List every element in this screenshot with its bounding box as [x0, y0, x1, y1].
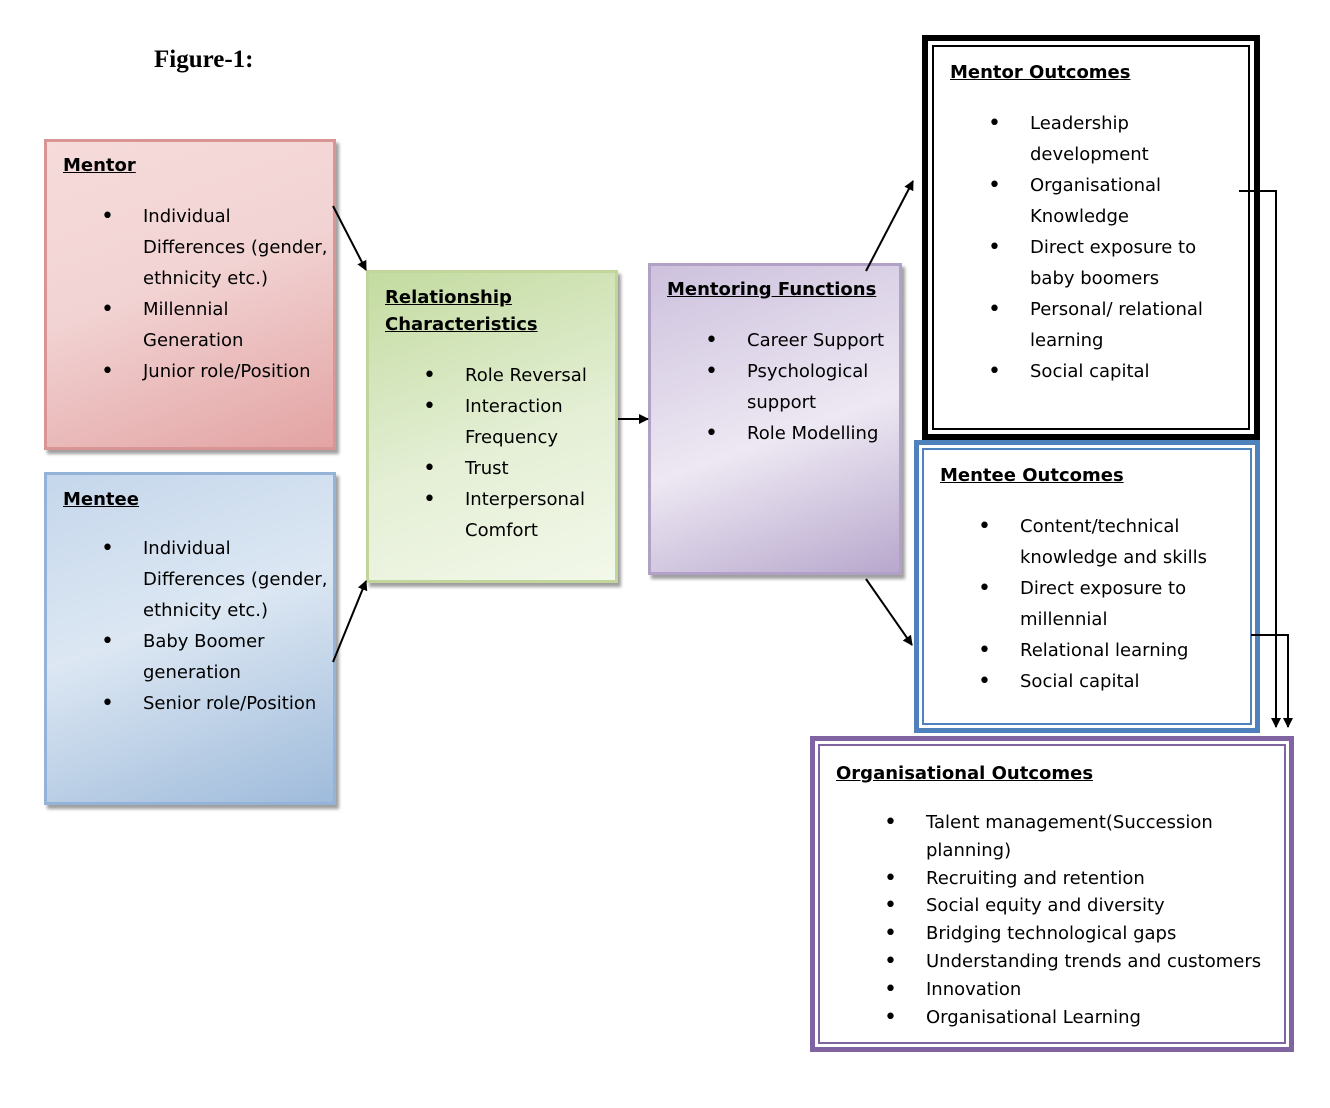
relationship-item: Interaction Frequency — [385, 391, 615, 453]
org-outcomes-item: Innovation — [836, 976, 1276, 1004]
org-outcomes-item: Bridging technological gaps — [836, 920, 1276, 948]
mentor-outcomes-inner: Mentor Outcomes Leadership development O… — [932, 45, 1250, 430]
mentee-outcomes-inner: Mentee Outcomes Content/technical knowle… — [922, 448, 1252, 725]
mentee-outcomes-list: Content/technical knowledge and skills D… — [940, 511, 1250, 697]
org-outcomes-title: Organisational Outcomes — [836, 763, 1094, 784]
mentee-item: Individual Differences (gender, ethnicit… — [63, 533, 333, 626]
relationship-box: Relationship Characteristics Role Revers… — [366, 270, 618, 583]
mentee-outcomes-item: Relational learning — [940, 635, 1230, 666]
mentor-list: Individual Differences (gender, ethnicit… — [63, 201, 333, 387]
functions-item: Career Support — [667, 325, 897, 356]
mentor-outcomes-item: Direct exposure to baby boomers — [950, 232, 1220, 294]
arrow-mentee-to-relationship — [332, 580, 368, 663]
mentee-box: Mentee Individual Differences (gender, e… — [44, 472, 336, 805]
mentor-outcomes-item: Organisational Knowledge — [950, 170, 1220, 232]
org-outcomes-item: Organisational Learning — [836, 1004, 1276, 1032]
mentor-box: Mentor Individual Differences (gender, e… — [44, 139, 336, 450]
mentor-outcomes-item: Social capital — [950, 356, 1220, 387]
mentee-outcomes-item: Social capital — [940, 666, 1230, 697]
relationship-title: Relationship Characteristics — [385, 287, 538, 335]
functions-box: Mentoring Functions Career Support Psych… — [648, 263, 902, 575]
arrow-functions-to-mentor-outcomes — [865, 180, 914, 272]
relationship-item: Interpersonal Comfort — [385, 484, 615, 546]
mentee-outcomes-title: Mentee Outcomes — [940, 465, 1124, 486]
functions-title: Mentoring Functions — [667, 279, 877, 300]
mentee-outcomes-item: Direct exposure to millennial — [940, 573, 1230, 635]
mentee-title: Mentee — [63, 489, 139, 510]
org-outcomes-item: Recruiting and retention — [836, 865, 1276, 893]
mentor-outcomes-box: Mentor Outcomes Leadership development O… — [922, 35, 1260, 440]
org-outcomes-inner: Organisational Outcomes Talent managemen… — [818, 744, 1286, 1044]
mentor-outcomes-item: Personal/ relational learning — [950, 294, 1220, 356]
org-outcomes-item: Understanding trends and customers — [836, 948, 1276, 976]
relationship-item: Trust — [385, 453, 615, 484]
relationship-item: Role Reversal — [385, 360, 615, 391]
org-outcomes-list: Talent management(Succession planning) R… — [836, 809, 1284, 1031]
relationship-list: Role Reversal Interaction Frequency Trus… — [385, 360, 615, 546]
functions-item: Psychological support — [667, 356, 897, 418]
arrow-functions-to-mentee-outcomes — [865, 578, 913, 646]
mentor-item: Junior role/Position — [63, 356, 333, 387]
org-outcomes-box: Organisational Outcomes Talent managemen… — [810, 736, 1294, 1052]
functions-item: Role Modelling — [667, 418, 897, 449]
mentee-outcomes-item: Content/technical knowledge and skills — [940, 511, 1230, 573]
mentor-title: Mentor — [63, 155, 136, 176]
figure-label: Figure-1: — [154, 46, 254, 73]
arrow-mentor-to-relationship — [332, 205, 367, 271]
mentee-list: Individual Differences (gender, ethnicit… — [63, 533, 333, 719]
mentor-outcomes-item: Leadership development — [950, 108, 1220, 170]
org-outcomes-item: Talent management(Succession planning) — [836, 809, 1276, 865]
mentee-item: Baby Boomer generation — [63, 626, 333, 688]
mentor-item: Millennial Generation — [63, 294, 333, 356]
mentee-outcomes-box: Mentee Outcomes Content/technical knowle… — [914, 440, 1260, 733]
functions-list: Career Support Psychological support Rol… — [667, 325, 899, 449]
mentor-item: Individual Differences (gender, ethnicit… — [63, 201, 333, 294]
mentor-outcomes-title: Mentor Outcomes — [950, 62, 1131, 83]
mentee-item: Senior role/Position — [63, 688, 333, 719]
org-outcomes-item: Social equity and diversity — [836, 892, 1276, 920]
mentor-outcomes-list: Leadership development Organisational Kn… — [950, 108, 1248, 387]
